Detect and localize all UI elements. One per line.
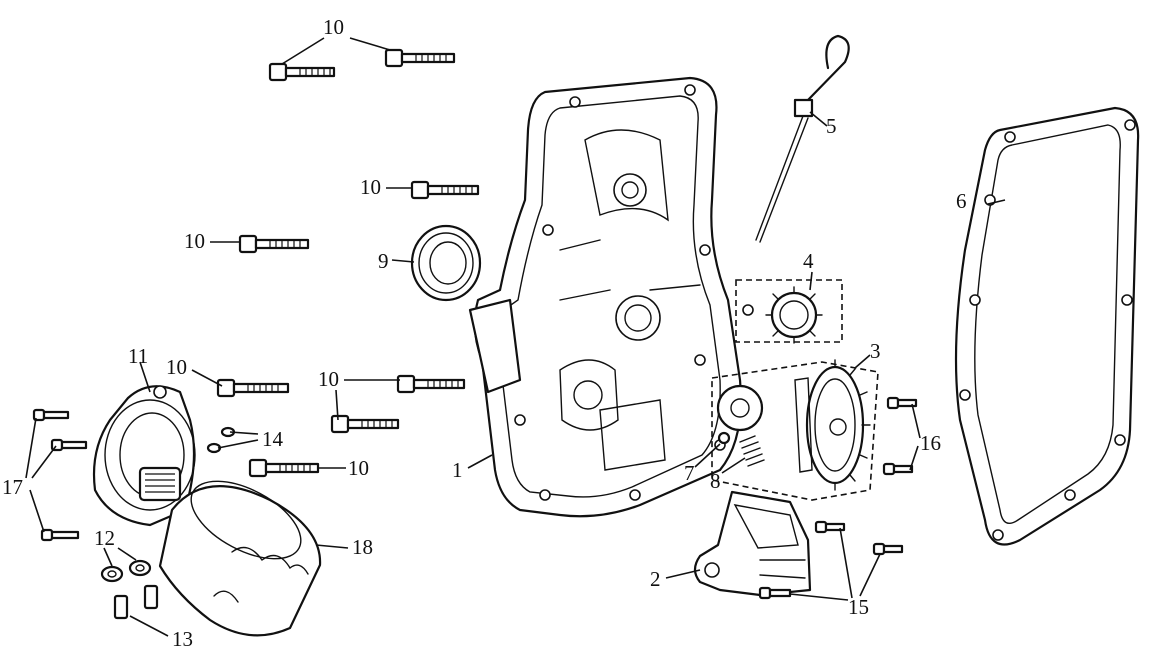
callout-10-e: 10 bbox=[318, 367, 339, 391]
callout-4: 4 bbox=[803, 249, 814, 273]
callout-14: 14 bbox=[262, 427, 284, 451]
bolt-part bbox=[268, 62, 336, 82]
callout-10-d: 10 bbox=[166, 355, 187, 379]
bolt-part bbox=[238, 234, 310, 254]
callout-18: 18 bbox=[352, 535, 373, 559]
bolt-part bbox=[384, 48, 456, 68]
bolt-part bbox=[396, 374, 466, 394]
crankcase-cover-part bbox=[468, 76, 742, 518]
pin-part bbox=[113, 594, 129, 620]
callout-11: 11 bbox=[128, 344, 148, 368]
small-bolt-part bbox=[882, 462, 914, 476]
callout-10-c: 10 bbox=[184, 229, 205, 253]
small-bolt-part bbox=[40, 528, 80, 542]
small-bolt-part bbox=[50, 438, 88, 452]
callout-10-a: 10 bbox=[323, 15, 344, 39]
small-bolt-part bbox=[32, 408, 70, 422]
o-ring-part bbox=[717, 431, 731, 445]
small-bolt-part bbox=[872, 542, 904, 556]
callout-1: 1 bbox=[452, 458, 463, 482]
bolt-part bbox=[248, 458, 320, 478]
callout-10-b: 10 bbox=[360, 175, 381, 199]
oil-seal-part bbox=[410, 224, 482, 302]
callout-17: 17 bbox=[2, 475, 23, 499]
bolt-part bbox=[216, 378, 290, 398]
callout-7: 7 bbox=[684, 461, 695, 485]
callout-10-f: 10 bbox=[348, 456, 369, 480]
callout-13: 13 bbox=[172, 627, 193, 651]
callout-5: 5 bbox=[826, 114, 837, 138]
spring-part bbox=[739, 435, 765, 467]
callout-8: 8 bbox=[710, 469, 721, 493]
callout-12: 12 bbox=[94, 526, 115, 550]
callout-9: 9 bbox=[378, 249, 389, 273]
callout-16: 16 bbox=[920, 431, 941, 455]
small-bolt-part bbox=[886, 396, 918, 410]
bolt-part bbox=[410, 180, 480, 200]
bolt-part bbox=[330, 414, 400, 434]
gasket-part bbox=[954, 106, 1140, 546]
callout-15: 15 bbox=[848, 595, 869, 619]
callout-6: 6 bbox=[956, 189, 967, 213]
governor-gear-part bbox=[735, 279, 843, 344]
pin-part bbox=[143, 584, 159, 610]
pump-cover-part bbox=[693, 490, 812, 597]
filter-base-part bbox=[92, 385, 196, 527]
callout-3: 3 bbox=[870, 339, 881, 363]
callout-2: 2 bbox=[650, 567, 661, 591]
small-bolt-part bbox=[758, 586, 792, 600]
dipstick-part bbox=[755, 34, 850, 243]
washer-part bbox=[128, 559, 152, 577]
oil-filter-part bbox=[158, 480, 322, 637]
small-bolt-part bbox=[814, 520, 846, 534]
oil-pump-gear-part bbox=[711, 359, 879, 501]
washer-part bbox=[100, 565, 124, 583]
leader-lines bbox=[25, 37, 1006, 637]
